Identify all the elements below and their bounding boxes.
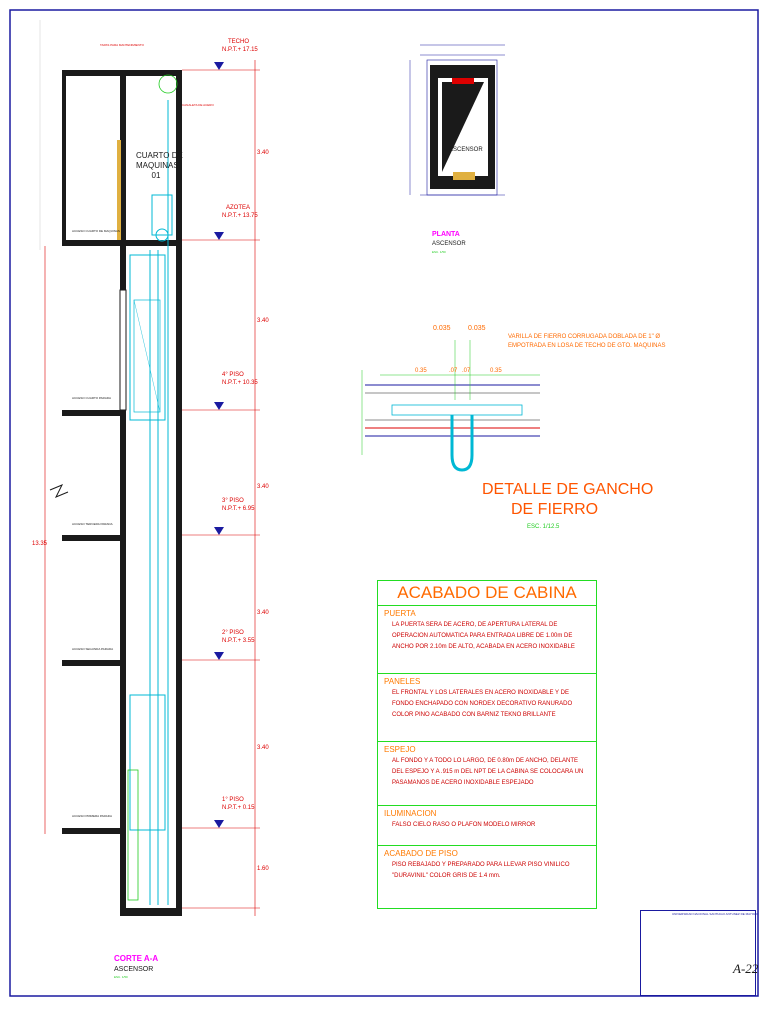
access-label-1: ACCESO PRIMERA PARADA [72, 814, 112, 818]
section-subtitle: ASCENSOR [114, 966, 154, 973]
span-label-2: 3.40 [257, 318, 269, 324]
plan-drawing [409, 44, 505, 196]
hook-dim-mid-b: .07 [462, 368, 471, 374]
level-2-npt: N.P.T.+ 3.55 [222, 638, 255, 644]
level-4-name: 4° PISO [222, 372, 244, 378]
plan-car-label: ASCENSOR [449, 147, 483, 153]
level-azotea-name: AZOTEA [226, 205, 251, 211]
machine-room-line3: 01 [151, 171, 161, 180]
hook-title-1: DETALLE DE GANCHO [482, 481, 654, 498]
level-4-npt: N.P.T.+ 10.35 [222, 380, 258, 386]
level-3-name: 3° PISO [222, 498, 244, 504]
level-1-npt: N.P.T.+ 0.15 [222, 805, 255, 811]
plan-door-label: ACCESO ASCENSOR [450, 185, 481, 189]
hook-note-2: EMPOTRADA EN LOSA DE TECHO DE GTO. MAQUI… [508, 343, 666, 349]
finish-section-mirror: ESPEJO AL FONDO Y A TODO LO LARGO, DE 0.… [378, 741, 596, 804]
access-label-4: ACCESO CUARTO PARADA [72, 396, 112, 400]
note-maintenance: TAPAS PARA MANTENIMIENTO [100, 43, 144, 47]
finish-text-panels: EL FRONTAL Y LOS LATERALES EN ACERO INOX… [392, 690, 573, 718]
level-azotea-npt: N.P.T.+ 13.75 [222, 213, 258, 219]
span-label-5: 3.40 [257, 745, 269, 751]
hook-dim-left: 0.35 [415, 368, 427, 374]
finish-text-floor: PISO REBAJADO Y PREPARADO PARA LLEVAR PI… [392, 862, 570, 879]
bottom-height-label: 1.60 [257, 866, 269, 872]
finish-section-panels: PANELES EL FRONTAL Y LOS LATERALES EN AC… [378, 673, 596, 742]
finish-heading-floor: ACABADO DE PISO [384, 849, 458, 858]
total-height-label: 13.35 [32, 541, 48, 547]
finish-section-door: PUERTA LA PUERTA SERA DE ACERO, DE APERT… [378, 605, 596, 656]
hook-dim-top-b: 0.035 [468, 325, 486, 332]
hook-detail-drawing [361, 340, 540, 472]
plan-title: PLANTA [432, 231, 460, 238]
hook-note-1: VARILLA DE FIERRO CORRUGADA DOBLADA DE 1… [508, 334, 661, 340]
machine-room-line2: MAQUINAS [136, 161, 179, 170]
finish-text-lighting: FALSO CIELO RASO O PLAFON MODELO MIRROR [392, 822, 536, 828]
finish-text-mirror: AL FONDO Y A TODO LO LARGO, DE 0.80m DE … [392, 758, 584, 786]
section-title: CORTE A-A [114, 954, 159, 963]
finish-heading-lighting: ILUMINACION [384, 809, 437, 818]
machine-room-label: CUARTO DE MAQUINAS 01 [136, 151, 183, 180]
finish-heading-panels: PANELES [384, 677, 421, 686]
plan-scale: ESC. 1/50 [432, 250, 446, 254]
level-2-name: 2° PISO [222, 630, 244, 636]
plan-subtitle: ASCENSOR [432, 241, 466, 247]
access-label-machine: ACCESO CUARTO DE MAQUINAS [72, 229, 120, 233]
sheet-border [9, 9, 759, 997]
level-techo-name: TECHO [228, 39, 249, 45]
span-label-4: 3.40 [257, 610, 269, 616]
finish-section-floor: ACABADO DE PISO PISO REBAJADO Y PREPARAD… [378, 845, 596, 908]
finishes-title: ACABADO DE CABINA [378, 581, 596, 606]
access-label-3: ACCESO TERCERA PARADA [72, 522, 113, 526]
access-label-2: ACCESO SEGUNDA PARADA [72, 647, 114, 651]
section-scale: ESC. 1/50 [114, 975, 128, 979]
note-channel: CANALETA DE ACERO [182, 103, 214, 107]
finish-text-door: LA PUERTA SERA DE ACERO, DE APERTURA LAT… [392, 622, 575, 650]
finish-heading-mirror: ESPEJO [384, 745, 416, 754]
machine-room-line1: CUARTO DE [136, 151, 183, 160]
sheet-number: A-22 [733, 961, 759, 976]
hook-dim-mid-a: .07 [449, 368, 458, 374]
section-a-a: 13.35 [32, 20, 260, 916]
level-3-npt: N.P.T.+ 6.95 [222, 506, 255, 512]
span-label-3: 3.40 [257, 484, 269, 490]
level-1-name: 1° PISO [222, 797, 244, 803]
level-techo-npt: N.P.T.+ 17.15 [222, 47, 258, 53]
cabin-finishes-box: ACABADO DE CABINA PUERTA LA PUERTA SERA … [377, 580, 597, 909]
finish-heading-door: PUERTA [384, 609, 416, 618]
hook-scale: ESC. 1/12.5 [527, 524, 560, 530]
hook-title-2: DE FIERRO [511, 501, 599, 518]
title-block [640, 910, 756, 996]
hook-dim-right: 0.35 [490, 368, 502, 374]
finish-section-lighting: ILUMINACION FALSO CIELO RASO O PLAFON MO… [378, 805, 596, 846]
hook-dim-top-a: 0.035 [433, 325, 451, 332]
title-block-university: UNIVERSIDAD NACIONAL SANTIAGO ANTUNEZ DE… [672, 912, 759, 916]
span-label-1: 3.40 [257, 150, 269, 156]
